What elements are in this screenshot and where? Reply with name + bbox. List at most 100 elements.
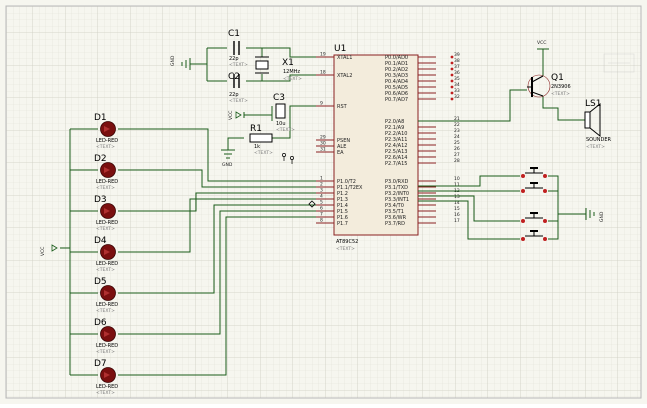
gnd-keys-label: GND bbox=[599, 211, 605, 222]
led-ref: D3 bbox=[94, 195, 107, 205]
capacitor-c1[interactable]: C1 22p <TEXT> bbox=[228, 29, 248, 68]
c2-value: 22p bbox=[229, 92, 239, 98]
mcu-pin-number: 27 bbox=[454, 152, 460, 158]
unconnected-pin-marker-icon bbox=[450, 97, 454, 101]
mcu-pin-name: P0.4/AD4 bbox=[385, 79, 408, 85]
mcu-pin-number: 17 bbox=[454, 218, 460, 224]
resistor-r1[interactable]: R1 1k <TEXT> bbox=[249, 124, 273, 156]
mcu-pin-number: 14 bbox=[454, 200, 460, 206]
led-column: VCC D1LED-RED<TEXT>D2LED-RED<TEXT>D3LED-… bbox=[40, 113, 316, 396]
mcu-pin-name: RST bbox=[337, 104, 348, 110]
pushbutton[interactable] bbox=[521, 182, 547, 193]
led-diode-icon bbox=[104, 249, 110, 255]
sounder-section: VCC Q1 2N3906 <TEXT> LS1 SOUNDER <TEXT> bbox=[418, 40, 612, 150]
unconnected-pin-marker-icon bbox=[450, 61, 454, 65]
q1-text: <TEXT> bbox=[551, 91, 570, 97]
mcu-pin-name: P1.6 bbox=[337, 215, 348, 221]
q1-value: 2N3906 bbox=[551, 84, 571, 90]
mcu-pin-name: P1.0/T2 bbox=[337, 179, 356, 185]
mcu-pin-number: 36 bbox=[454, 70, 460, 76]
diamond-junction-icon bbox=[308, 200, 316, 208]
mcu-pin-number: 26 bbox=[454, 146, 460, 152]
c1-text: <TEXT> bbox=[229, 62, 248, 68]
led-diode-icon bbox=[104, 126, 110, 132]
mcu-pin-number: 9 bbox=[320, 101, 323, 107]
vcc-left-label: VCC bbox=[40, 247, 46, 256]
sounder-ls1[interactable]: LS1 SOUNDER <TEXT> bbox=[584, 99, 612, 150]
led-ref: D4 bbox=[94, 236, 107, 246]
mcu-pin-number: 32 bbox=[454, 94, 460, 100]
capacitor-c2[interactable]: C2 22p <TEXT> bbox=[228, 72, 248, 104]
mcu-pin-number: 18 bbox=[320, 70, 326, 76]
gnd-reset-label: GND bbox=[222, 162, 233, 168]
led-diode-icon bbox=[104, 167, 110, 173]
pushbutton[interactable] bbox=[521, 167, 547, 178]
led-diode-icon bbox=[104, 331, 110, 337]
led-ref: D1 bbox=[94, 113, 107, 123]
gnd-symbol-reset: GND bbox=[221, 149, 235, 168]
mcu-pin-number: 1 bbox=[320, 176, 323, 182]
vcc-reset-label: VCC bbox=[228, 111, 234, 120]
unconnected-pin-marker-icon bbox=[450, 85, 454, 89]
unconnected-pin-marker-icon bbox=[450, 67, 454, 71]
button-cap-icon bbox=[530, 212, 538, 214]
led-value: LED-RED bbox=[96, 261, 118, 267]
vcc-symbol-top: VCC bbox=[537, 40, 549, 57]
mcu-pin-number: 8 bbox=[320, 218, 323, 224]
crystal-x1[interactable]: X1 12MHz <TEXT> bbox=[255, 56, 302, 82]
mcu-pin-number: 24 bbox=[454, 134, 460, 140]
mcu-pin-name: P2.0/A8 bbox=[385, 119, 404, 125]
led-text: <TEXT> bbox=[96, 185, 115, 191]
led-value: LED-RED bbox=[96, 138, 118, 144]
mcu-pin-name: P2.3/A11 bbox=[385, 137, 407, 143]
mcu-pin-number: 39 bbox=[454, 52, 460, 58]
ls1-value: SOUNDER bbox=[586, 137, 612, 143]
gnd-symbol-xtal: GND bbox=[170, 55, 191, 70]
mcu-pin-name: P1.5 bbox=[337, 209, 348, 215]
button-terminal-icon bbox=[521, 237, 525, 241]
transistor-q1[interactable]: Q1 2N3906 <TEXT> bbox=[527, 73, 571, 98]
mcu-pin-number: 23 bbox=[454, 128, 460, 134]
mcu-pin-name: P0.3/AD3 bbox=[385, 73, 408, 79]
mcu-pin-name: P1.4 bbox=[337, 203, 348, 209]
mcu-pin-name: ALE bbox=[337, 144, 346, 150]
led-value: LED-RED bbox=[96, 302, 118, 308]
button-terminal-icon bbox=[521, 174, 525, 178]
x1-text: <TEXT> bbox=[283, 76, 302, 82]
r1-text: <TEXT> bbox=[254, 150, 273, 156]
mcu-pin-number: 5 bbox=[320, 200, 323, 206]
q1-ref: Q1 bbox=[551, 73, 564, 83]
mcu-pin-number: 30 bbox=[320, 141, 326, 147]
ls1-ref: LS1 bbox=[585, 99, 601, 109]
led-ref: D7 bbox=[94, 359, 107, 369]
faint-stamp-icon bbox=[603, 53, 635, 73]
mcu-pin-name: P0.5/AD5 bbox=[385, 85, 408, 91]
pushbutton[interactable] bbox=[521, 212, 547, 223]
r1-ref: R1 bbox=[250, 124, 262, 134]
mcu-pin-number: 2 bbox=[320, 182, 323, 188]
mcu-pin-number: 31 bbox=[320, 147, 326, 153]
mcu-pin-name: P2.5/A13 bbox=[385, 149, 407, 155]
mcu-pin-name: P2.6/A14 bbox=[385, 155, 407, 161]
ls1-text: <TEXT> bbox=[586, 144, 605, 150]
led-ref: D6 bbox=[94, 318, 107, 328]
unconnected-pin-marker-icon bbox=[450, 91, 454, 95]
capacitor-c3[interactable]: C3 10u <TEXT> bbox=[273, 93, 295, 133]
mcu-body bbox=[333, 54, 419, 236]
mcu-pin-name: P3.1/TXD bbox=[385, 185, 408, 191]
mcu-ref: U1 bbox=[334, 44, 346, 54]
mcu-pin-name: P3.2/INT0 bbox=[385, 191, 409, 197]
mcu-pin-number: 16 bbox=[454, 212, 460, 218]
vcc-symbol-reset: VCC bbox=[228, 111, 245, 120]
pushbutton[interactable] bbox=[521, 230, 547, 241]
